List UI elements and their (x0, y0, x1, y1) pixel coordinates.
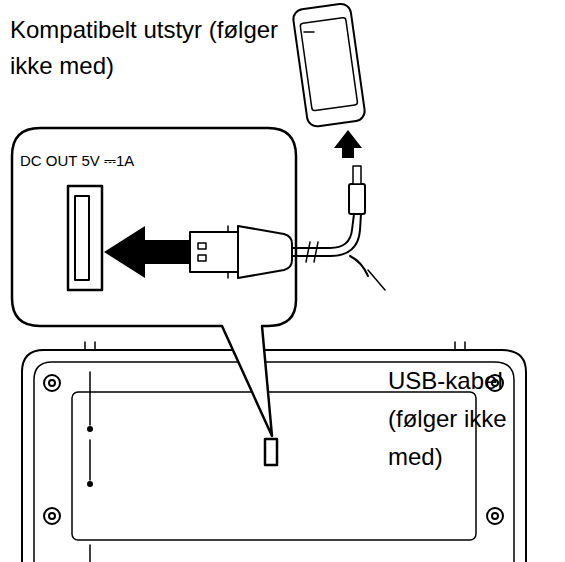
phone-screen (300, 17, 358, 111)
screw (44, 375, 60, 391)
leader-line (304, 31, 314, 33)
plug-grip (227, 226, 229, 278)
plug-hole (198, 255, 206, 261)
usb-plug-body (238, 226, 292, 278)
screw (487, 508, 503, 524)
jack (88, 427, 92, 431)
connect-arrow (334, 130, 362, 158)
part-label: Kompatibelt utstyr (følger ikke med) (10, 12, 310, 84)
plug-hole (198, 243, 206, 249)
phone (292, 3, 366, 128)
part-label: USB-kabel (følger ikke med) (388, 362, 560, 476)
port-tongue (75, 196, 89, 280)
usb-cable (292, 214, 361, 256)
phone-body (292, 3, 366, 128)
screw (44, 508, 60, 524)
usb-cable (292, 214, 354, 248)
usb-plug-metal (190, 232, 238, 272)
micro-usb-tip (353, 166, 361, 184)
callout-bubble (12, 128, 296, 436)
feet (85, 342, 465, 350)
usb-port-enlarged (68, 186, 102, 290)
usb-cable (350, 256, 368, 276)
screw (492, 513, 498, 519)
jack (88, 482, 92, 486)
screw (49, 380, 55, 386)
leader-line (89, 372, 91, 562)
port-rating: DC OUT 5V ⎓1A (20, 152, 150, 170)
break-mark (306, 242, 318, 262)
micro-usb-plug (349, 184, 365, 214)
screw (49, 513, 55, 519)
usb-port (265, 439, 277, 465)
insert-arrow (104, 226, 190, 278)
leader-line (368, 270, 385, 290)
